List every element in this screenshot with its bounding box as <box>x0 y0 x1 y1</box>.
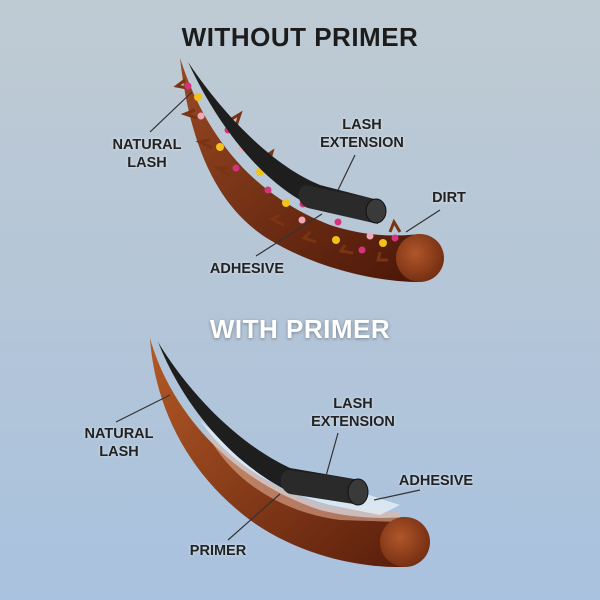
leader-lines <box>115 91 441 541</box>
label-natural-lash-top: NATURAL LASH <box>113 136 182 172</box>
title-with-primer: WITH PRIMER <box>209 314 391 344</box>
label-adhesive-top: ADHESIVE <box>209 261 285 277</box>
dirt-particle <box>194 93 202 101</box>
title-without-primer: WITHOUT PRIMER <box>181 22 419 52</box>
label-primer: PRIMER <box>189 543 247 559</box>
label-natural-lash-bottom: NATURAL LASH <box>85 425 154 461</box>
lash-extension-with-primer <box>158 342 400 515</box>
dirt-particle <box>334 218 342 226</box>
dirt-particle <box>232 164 240 172</box>
natural-lash-without-primer <box>173 58 444 282</box>
dirt-particle <box>184 82 192 90</box>
label-line: LASH <box>333 396 373 412</box>
label-line: NATURAL <box>112 137 182 153</box>
dirt-particle <box>216 143 224 151</box>
lash-extension-without-primer <box>188 62 387 224</box>
label-line: EXTENSION <box>311 414 395 430</box>
dirt-particle <box>366 232 374 240</box>
dirt-particle <box>332 236 340 244</box>
dirt-particle <box>379 239 387 247</box>
label-line: LASH <box>127 155 167 171</box>
label-adhesive-bottom: ADHESIVE <box>398 473 474 489</box>
dirt-particle <box>264 186 272 194</box>
label-lash-extension-top: LASH EXTENSION <box>320 116 404 152</box>
label-lash-extension-bottom: LASH EXTENSION <box>311 395 395 431</box>
label-line: LASH <box>99 444 139 460</box>
dirt-particle <box>282 199 290 207</box>
dirt-particle <box>391 234 399 242</box>
dirt-particle <box>197 112 205 120</box>
label-line: EXTENSION <box>320 135 404 151</box>
label-line: LASH <box>342 117 382 133</box>
natural-lash-with-primer <box>150 338 430 568</box>
label-line: NATURAL <box>84 426 154 442</box>
lash-cross-section <box>396 234 444 282</box>
dirt-particle <box>358 246 366 254</box>
label-dirt: DIRT <box>432 190 466 206</box>
dirt-particle <box>298 216 306 224</box>
